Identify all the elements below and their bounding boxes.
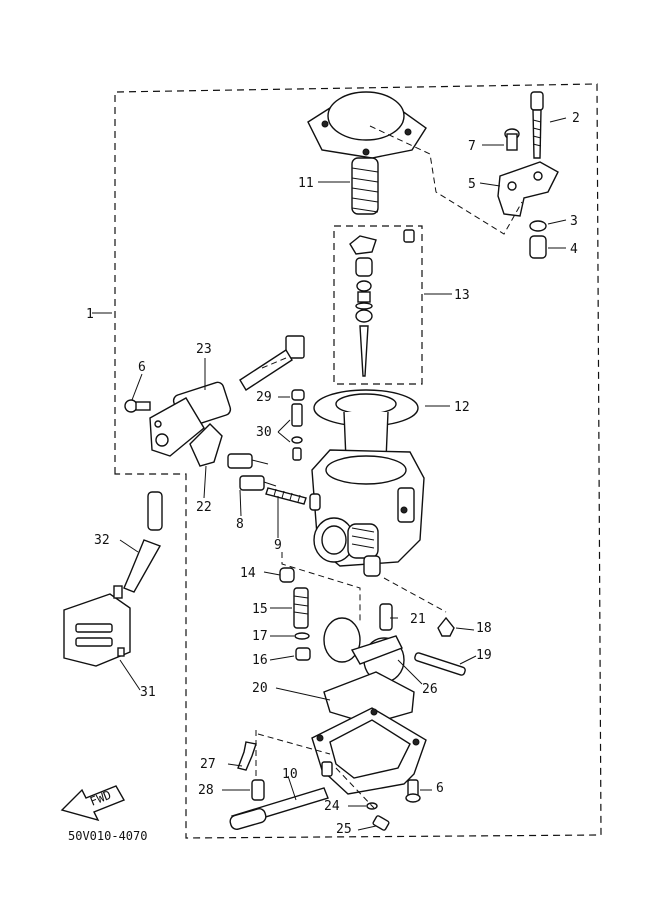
spring <box>351 157 379 215</box>
callout-11: 11 <box>298 176 314 191</box>
callout-28: 28 <box>198 783 214 798</box>
drain-screw-28 <box>251 779 265 801</box>
piston-diaphragm <box>313 389 419 461</box>
callout-7: 7 <box>468 139 476 154</box>
callout-29: 29 <box>256 390 272 405</box>
main-jet-16 <box>295 647 311 661</box>
screw-2 <box>530 91 544 159</box>
callout-8: 8 <box>236 517 244 532</box>
callout-20: 20 <box>252 681 268 696</box>
leader-lines <box>92 117 567 831</box>
needle-assembly-boundary <box>333 225 423 385</box>
callout-32: 32 <box>94 533 110 548</box>
float-bowl <box>311 707 427 795</box>
needle-jet-15 <box>293 587 309 629</box>
cap-29 <box>291 389 305 401</box>
callout-23: 23 <box>196 342 212 357</box>
hose-connector <box>147 491 163 531</box>
callout-26: 26 <box>422 682 438 697</box>
valve-18 <box>437 616 455 637</box>
callout-1: 1 <box>86 307 94 322</box>
screw-6-left <box>124 399 151 413</box>
callout-15: 15 <box>252 602 268 617</box>
pilot-screw-assembly <box>227 453 277 491</box>
pin-19 <box>414 652 466 676</box>
screw-7 <box>504 128 520 151</box>
callout-12: 12 <box>454 400 470 415</box>
diaphragm-cover <box>307 91 427 159</box>
callout-19: 19 <box>476 648 492 663</box>
gasket-22 <box>189 423 223 467</box>
jet-30 <box>291 403 303 461</box>
part-code: 50V010-4070 <box>68 829 147 843</box>
callout-24: 24 <box>324 799 340 814</box>
callout-27: 27 <box>200 757 216 772</box>
callout-6-upper: 6 <box>138 360 146 375</box>
callout-18: 18 <box>476 621 492 636</box>
throttle-sensor <box>149 335 305 457</box>
callout-17: 17 <box>252 629 268 644</box>
gasket-20 <box>323 671 415 725</box>
screw-25 <box>372 815 390 831</box>
plug-14 <box>279 567 295 583</box>
callout-21: 21 <box>410 612 426 627</box>
carburetor-body <box>309 449 425 577</box>
callout-10: 10 <box>282 767 298 782</box>
callout-6-lower: 6 <box>436 781 444 796</box>
callout-4: 4 <box>570 242 578 257</box>
canister-31 <box>63 585 131 667</box>
callout-25: 25 <box>336 822 352 837</box>
vent-hose-32 <box>123 539 162 593</box>
callout-3: 3 <box>570 214 578 229</box>
bracket-5 <box>497 161 559 217</box>
float-26 <box>323 617 405 683</box>
spring-4 <box>529 235 547 259</box>
callout-22: 22 <box>196 500 212 515</box>
callout-16: 16 <box>252 653 268 668</box>
callout-30: 30 <box>256 425 272 440</box>
callout-31: 31 <box>140 685 156 700</box>
forward-arrow: FWD <box>60 785 126 822</box>
callout-13: 13 <box>454 288 470 303</box>
assembly-boundary <box>114 83 602 839</box>
screw-6-right <box>405 779 421 803</box>
washer-3 <box>529 220 547 232</box>
o-ring-17 <box>294 632 310 640</box>
callout-5: 5 <box>468 177 476 192</box>
callout-2: 2 <box>572 111 580 126</box>
callout-14: 14 <box>240 566 256 581</box>
hose-10 <box>229 787 329 830</box>
pilot-screw <box>265 487 307 505</box>
needle-assembly <box>349 229 415 377</box>
pilot-jet-21 <box>379 603 393 631</box>
callout-labels: 1 2 3 4 5 6 6 7 8 9 10 11 12 13 14 15 16… <box>86 111 580 837</box>
callout-9: 9 <box>274 538 282 553</box>
